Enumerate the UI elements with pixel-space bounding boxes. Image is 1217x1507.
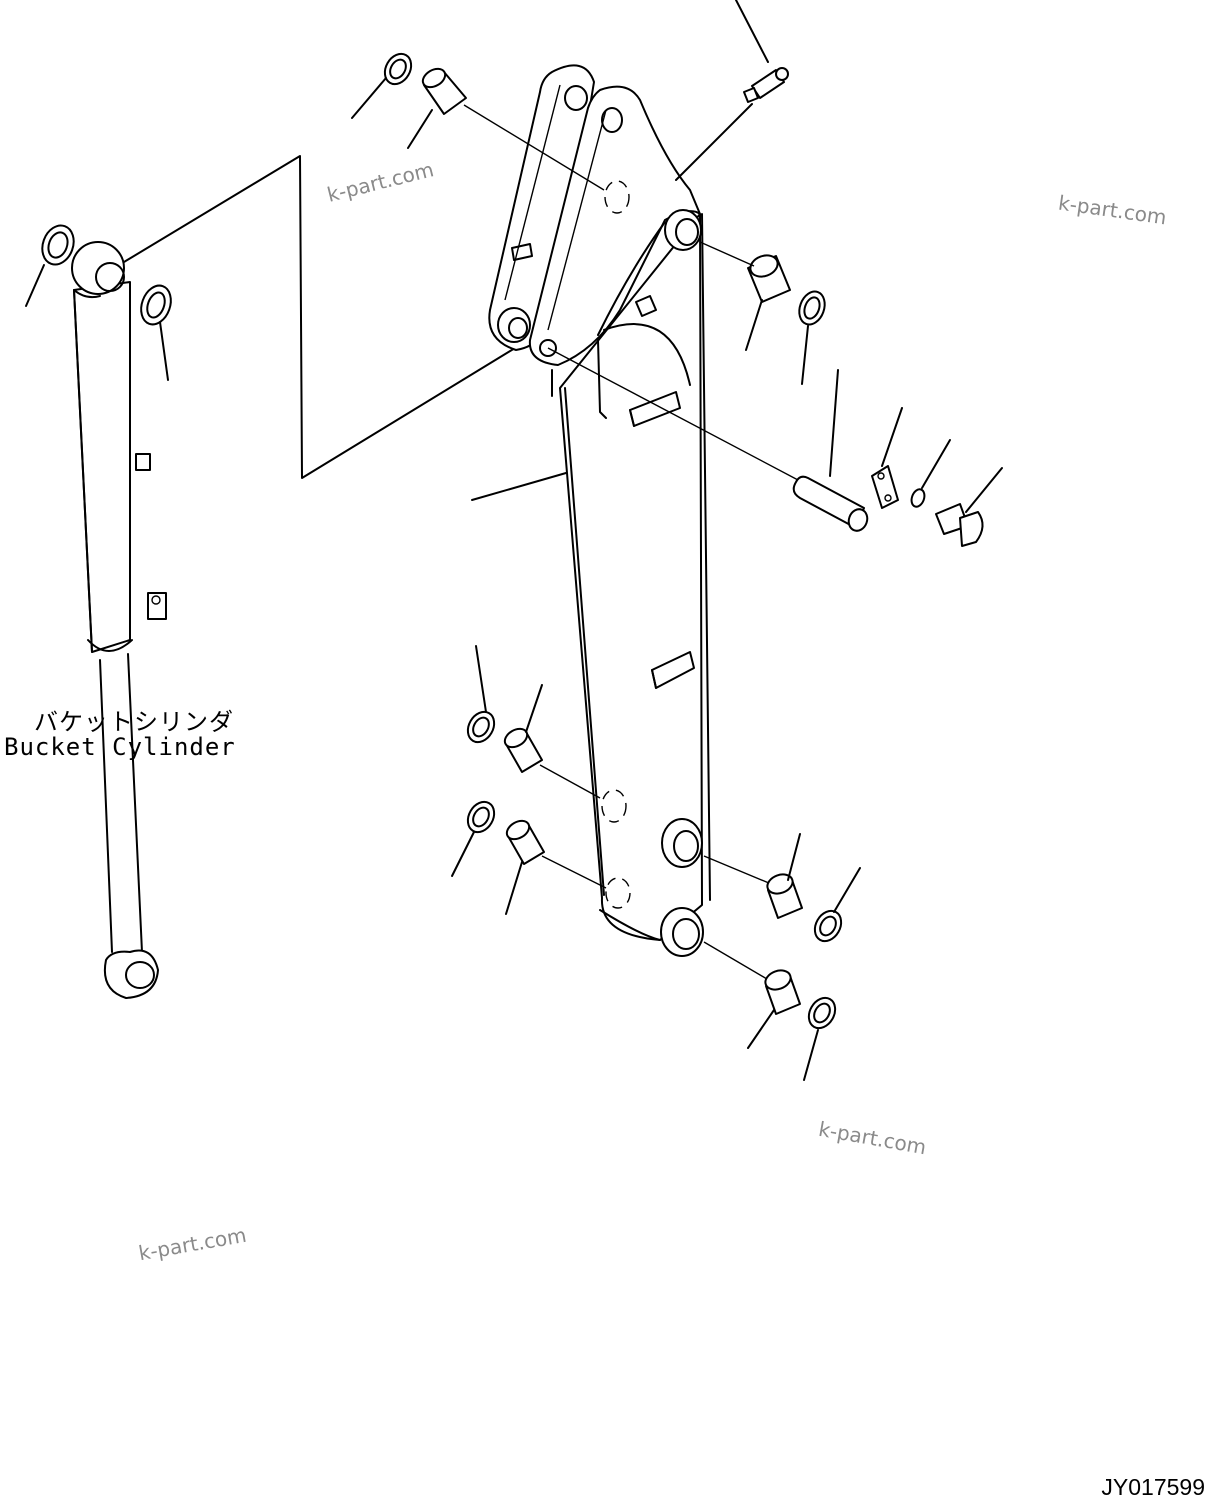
upper-right-bushing-set — [699, 241, 826, 385]
pin-and-bolt-set — [547, 347, 1003, 547]
bucket-cylinder — [25, 224, 172, 999]
drawing-code: JY017599 — [1101, 1474, 1205, 1500]
lower-right-bushing-set — [703, 833, 861, 1081]
cylinder-connection-lines — [123, 155, 521, 479]
component-label-en: Bucket Cylinder — [4, 733, 236, 761]
component-label-jp: バケットシリンダ — [34, 708, 234, 736]
lower-left-bushing-set — [451, 645, 607, 915]
top-bushing-set — [351, 52, 605, 191]
grease-fitting — [675, 0, 789, 181]
excavator-arm — [471, 64, 711, 957]
